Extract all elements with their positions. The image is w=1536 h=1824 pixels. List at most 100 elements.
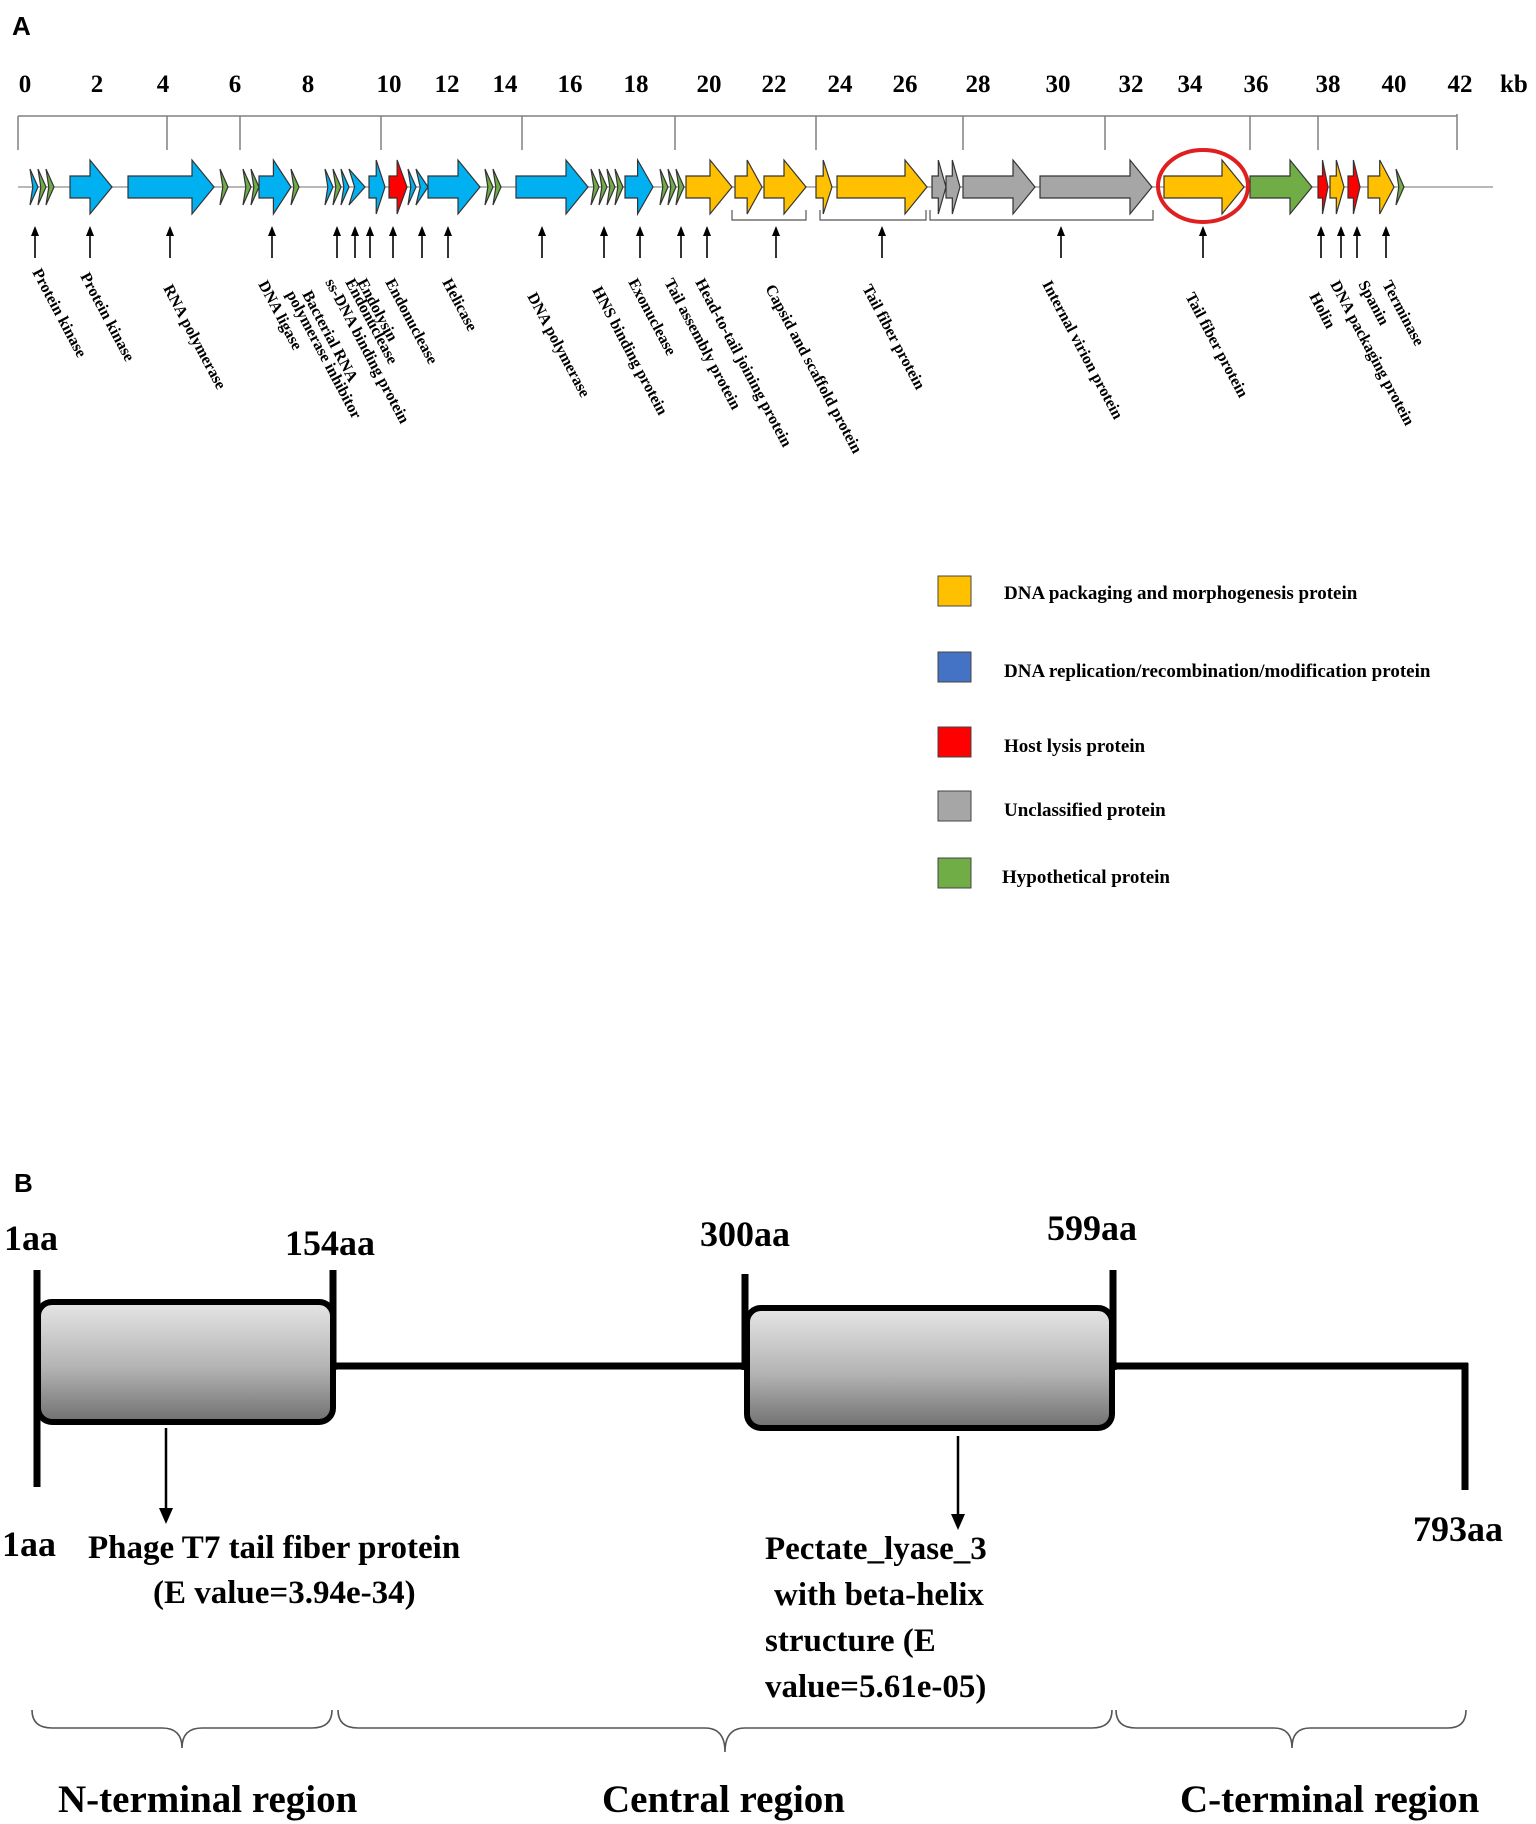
gene-pointer-head xyxy=(772,226,780,236)
gene-arrow xyxy=(290,168,300,206)
axis-tick-label: 36 xyxy=(1244,71,1269,98)
domain1-line2: (E value=3.94e-34) xyxy=(153,1575,416,1611)
gene-arrow xyxy=(685,158,733,216)
gene-group-brackets xyxy=(731,210,1154,221)
gene-arrow xyxy=(1249,158,1313,216)
gene-arrow xyxy=(415,168,429,206)
gene-arrow xyxy=(340,168,350,206)
gene-pointer-head xyxy=(878,226,886,236)
gene-pointer-head xyxy=(86,226,94,236)
axis-tick-label: 26 xyxy=(893,71,918,98)
axis-tick-label: 20 xyxy=(697,71,722,98)
gene-arrow xyxy=(29,168,39,206)
gene-arrow xyxy=(836,158,928,216)
domain2-line2: with beta-helix xyxy=(774,1577,984,1613)
gene-arrow xyxy=(590,168,600,206)
domain-t7-tail-fiber xyxy=(35,1299,336,1425)
axis-tick-label: 16 xyxy=(558,71,583,98)
gene-arrow xyxy=(219,168,229,206)
domain2-line1: Pectate_lyase_3 xyxy=(765,1531,987,1567)
gene-arrow xyxy=(945,159,961,215)
axis-tick-label: 6 xyxy=(229,71,242,98)
domain-pectate-lyase xyxy=(744,1305,1115,1431)
gene-label: DNA polymerase xyxy=(523,290,592,400)
gene-pointer-head xyxy=(703,226,711,236)
axis-unit-label: kb xyxy=(1500,71,1528,98)
region-n-terminal: N-terminal region xyxy=(58,1778,358,1821)
gene-arrow xyxy=(962,158,1036,216)
gene-arrow xyxy=(1317,159,1329,215)
gene-arrow xyxy=(427,158,481,216)
legend-swatch-unclassified xyxy=(937,790,972,822)
axis-tick-label: 24 xyxy=(828,71,854,98)
domain2-line3: structure (E xyxy=(765,1623,936,1659)
axis-tick-label: 22 xyxy=(762,71,787,98)
region-c-terminal: C-terminal region xyxy=(1180,1778,1480,1821)
legend: DNA packaging and morphogenesis protein … xyxy=(937,575,1431,889)
gene-arrow xyxy=(1395,168,1405,206)
gene-arrow xyxy=(407,168,417,206)
gene-pointer-head xyxy=(1353,226,1361,236)
gene-arrow xyxy=(667,168,677,206)
gene-arrow xyxy=(484,168,494,206)
pos-793aa: 793aa xyxy=(1413,1509,1503,1549)
gene-arrow xyxy=(250,168,260,206)
gene-pointer-head xyxy=(31,226,39,236)
gene-pointer-head xyxy=(538,226,546,236)
gene-arrow xyxy=(242,168,252,206)
legend-label-packaging: DNA packaging and morphogenesis protein xyxy=(1004,583,1358,604)
gene-arrow xyxy=(763,158,807,216)
axis-tick-label: 18 xyxy=(624,71,649,98)
axis-tick-label: 12 xyxy=(435,71,460,98)
gene-arrow xyxy=(1329,159,1345,215)
panel-b-label: B xyxy=(14,1168,33,1198)
gene-pointer-head xyxy=(1317,226,1325,236)
gene-pointer-head xyxy=(677,226,685,236)
gene-pointer-head xyxy=(1057,226,1065,236)
gene-pointer-head xyxy=(389,226,397,236)
gene-pointer-head xyxy=(333,226,341,236)
gene-arrow xyxy=(515,158,589,216)
pos-start-top: 1aa xyxy=(4,1218,58,1258)
gene-pointer-head xyxy=(1337,226,1345,236)
gene-label: HNS binding protein xyxy=(588,284,670,418)
axis-tick-label: 34 xyxy=(1178,71,1204,98)
gene-arrow xyxy=(1347,159,1361,215)
domain2-line4: value=5.61e-05) xyxy=(765,1669,986,1705)
axis-tick-label: 30 xyxy=(1046,71,1071,98)
axis-tick-label: 14 xyxy=(493,71,519,98)
gene-arrow xyxy=(37,168,47,206)
gene-arrow xyxy=(324,168,334,206)
gene-pointer-head xyxy=(268,226,276,236)
highlight-circle xyxy=(1156,148,1250,224)
gene-label: RNA polymerase xyxy=(159,282,228,392)
gene-pointer-head xyxy=(1382,226,1390,236)
gene-pointer-head xyxy=(444,226,452,236)
pos-599aa: 599aa xyxy=(1047,1208,1137,1248)
gene-arrow xyxy=(931,159,947,215)
gene-arrow xyxy=(69,158,113,216)
pos-300aa: 300aa xyxy=(700,1214,790,1254)
gene-arrow xyxy=(614,168,624,206)
gene-arrows xyxy=(29,157,1405,217)
gene-pointers xyxy=(31,226,1390,258)
gene-arrow xyxy=(675,168,685,206)
gene-arrow xyxy=(368,159,386,215)
region-central: Central region xyxy=(602,1778,845,1821)
gene-pointer-head xyxy=(166,226,174,236)
gene-arrow xyxy=(815,159,833,215)
axis-tick-label: 8 xyxy=(302,71,315,98)
legend-swatch-hypothetical xyxy=(937,857,972,889)
gene-label: Tail fiber protein xyxy=(858,282,928,393)
domain1-line1: Phage T7 tail fiber protein xyxy=(88,1530,460,1566)
gene-arrow xyxy=(598,168,608,206)
gene-arrow xyxy=(388,159,408,215)
gene-arrow xyxy=(1367,159,1395,215)
gene-arrow xyxy=(624,157,654,217)
legend-swatch-packaging xyxy=(937,575,972,607)
axis-tick-label: 0 xyxy=(19,71,32,98)
gene-label: Tail fiber protein xyxy=(1181,290,1251,401)
axis-tick-label: 32 xyxy=(1119,71,1144,98)
axis-tick-label: 38 xyxy=(1316,71,1341,98)
